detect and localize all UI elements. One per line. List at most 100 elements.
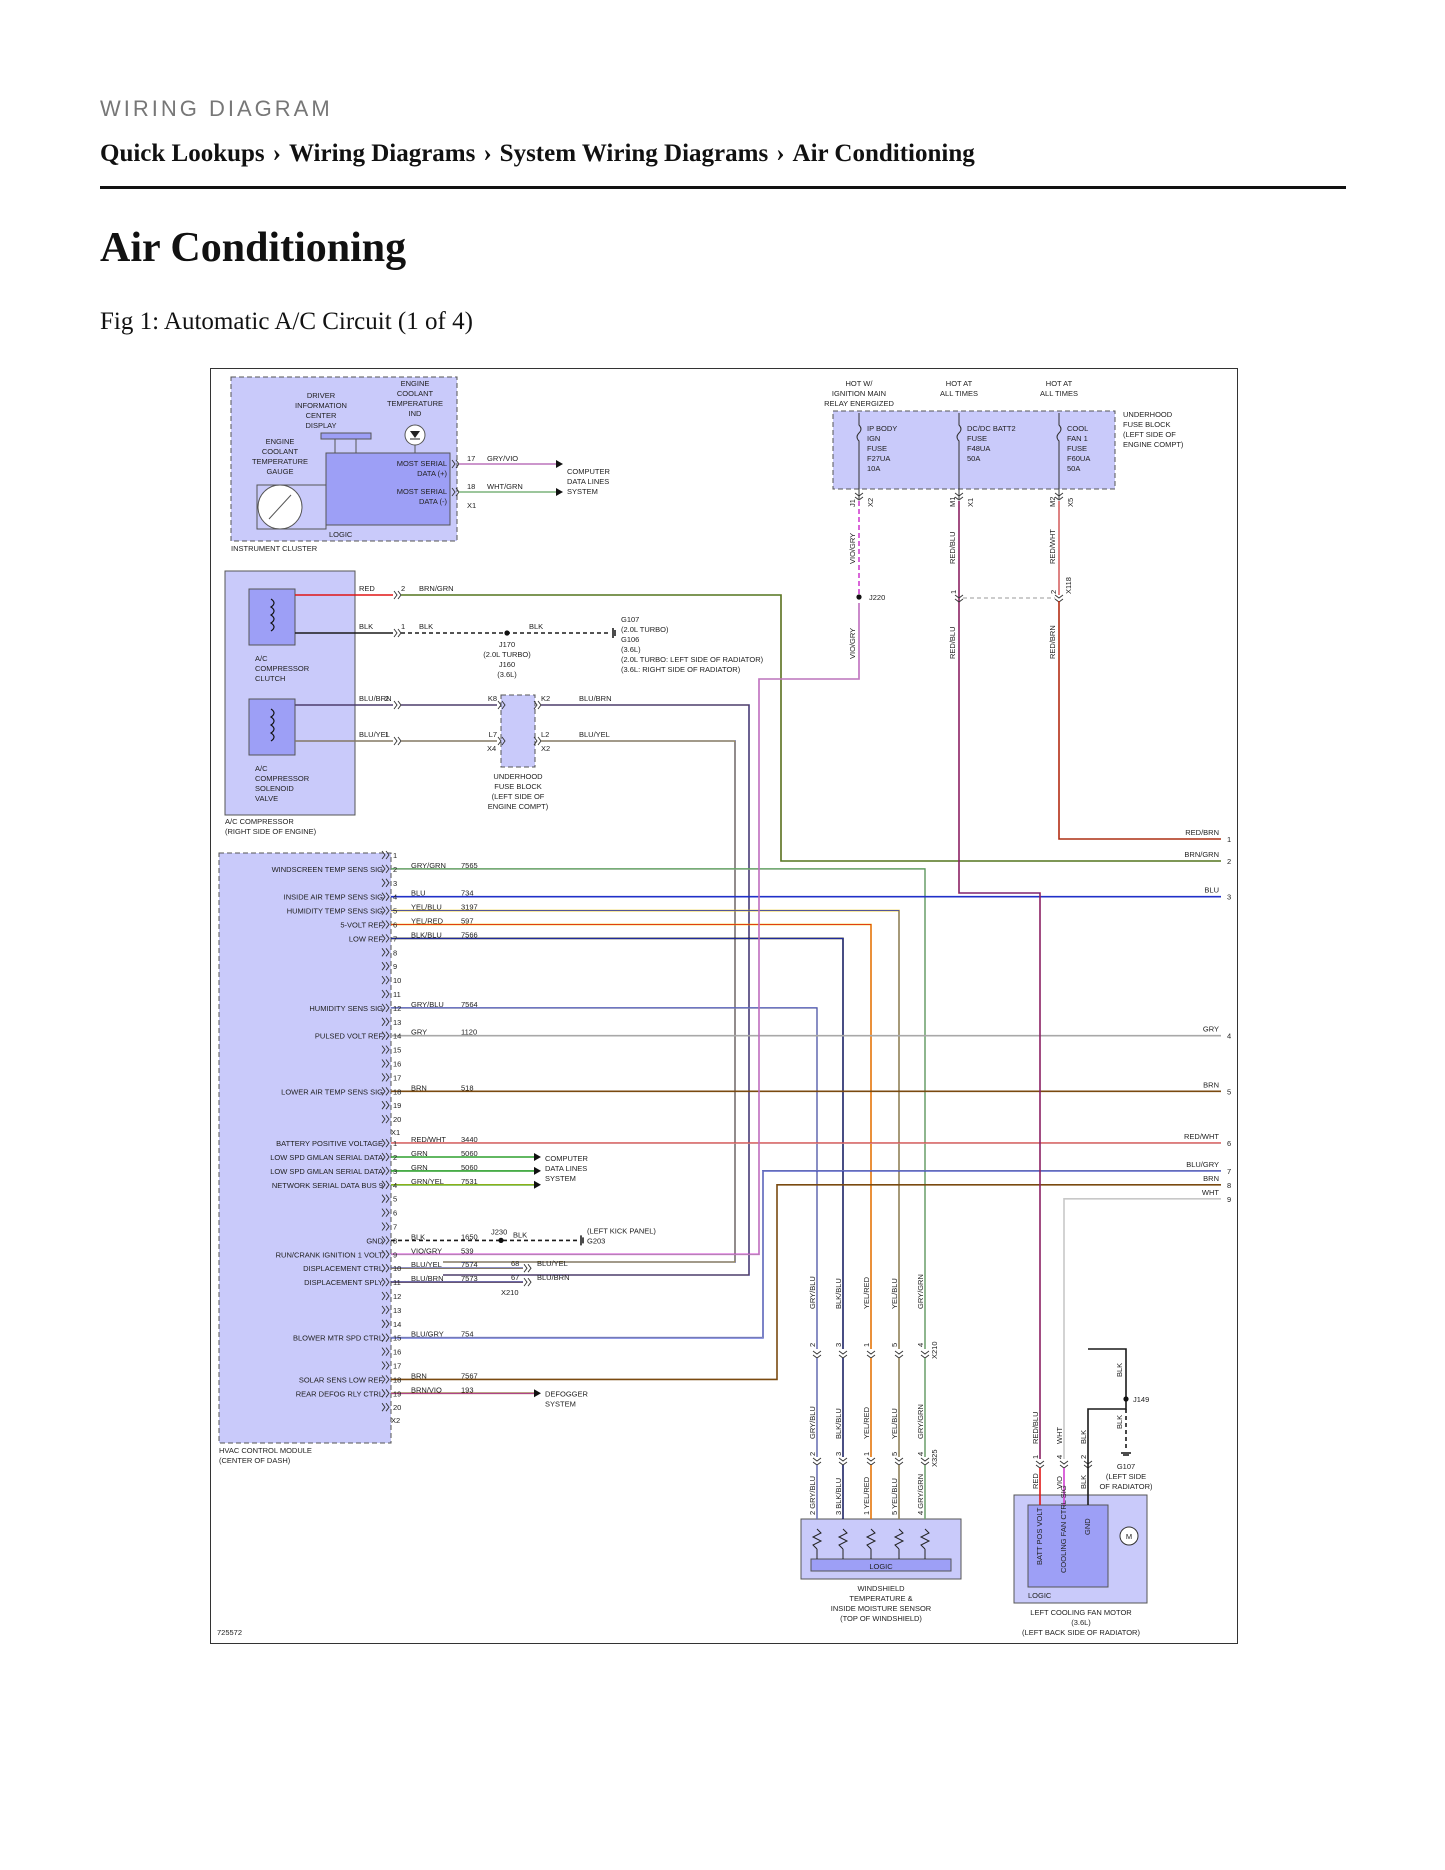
connector-terminal (523, 1263, 532, 1273)
diagram-label: 1 (1031, 1455, 1040, 1459)
diagram-label: J170 (499, 640, 515, 649)
header-rule (100, 186, 1346, 189)
connector-terminal (381, 1361, 390, 1370)
breadcrumb-quick-lookups[interactable]: Quick Lookups (100, 140, 265, 167)
hvac-control-module (218, 852, 392, 1444)
diagram-label: 1 (949, 590, 958, 594)
diagram-label: G107 (1117, 1462, 1135, 1471)
diagram-label: WHT (1055, 1427, 1064, 1444)
diagram-label: (LEFT KICK PANEL) (587, 1226, 656, 1235)
diagram-label: RELAY ENERGIZED (824, 399, 894, 408)
diagram-label: BLK (1115, 1363, 1124, 1377)
diagram-label: 7 (1227, 1167, 1231, 1176)
connector-terminal (1054, 492, 1064, 501)
diagram-label: VIO/GRY (411, 1246, 442, 1255)
diagram-label: GRY (1203, 1025, 1219, 1034)
diagram-label: 16 (393, 1060, 401, 1069)
diagram-label: IP BODY (867, 424, 897, 433)
diagram-label: DC/DC BATT2 (967, 424, 1016, 433)
diagram-label: (3.6L) (1071, 1618, 1091, 1627)
diagram-label: 7567 (461, 1371, 478, 1380)
diagram-label: LEFT COOLING FAN MOTOR (1030, 1608, 1132, 1617)
breadcrumb-system-wiring-diagrams[interactable]: System Wiring Diagrams (499, 140, 769, 167)
diagram-label: 14 (393, 1032, 401, 1041)
diagram-label: YEL/RED (411, 917, 444, 926)
diagram-label: 1 (862, 1452, 871, 1456)
diagram-label: 13 (393, 1306, 401, 1315)
connector-terminal (894, 1350, 904, 1359)
diagram-label: 12 (393, 1292, 401, 1301)
diagram-label: RED/WHT (1184, 1132, 1219, 1141)
diagram-label: GRY/VIO (487, 454, 518, 463)
diagram-label: 18 (393, 1375, 401, 1384)
resistor-icon (837, 1528, 849, 1550)
diagram-label: G107 (621, 615, 639, 624)
connector-terminal (1035, 1460, 1045, 1469)
diagram-label: 8 (393, 948, 397, 957)
diagram-label: GRN (411, 1149, 428, 1158)
diagram-label: 4 GRY/GRN (916, 1474, 925, 1515)
diagram-label: ENGINE COMPT) (1123, 440, 1184, 449)
diagram-label: 6 (1227, 1139, 1231, 1148)
connector-terminal (381, 1166, 390, 1176)
diagram-label: RED/BLU (948, 531, 957, 564)
diagram-label: J149 (1133, 1395, 1149, 1404)
diagram-label: 2 (808, 1452, 817, 1456)
diagram-label: BLU/YEL (411, 1260, 442, 1269)
connector-terminal (920, 1350, 930, 1359)
connector-terminal (381, 1291, 390, 1301)
arrow-icon (534, 1389, 541, 1398)
diagram-label: 6 (393, 1209, 397, 1218)
diagram-label: 1 (393, 1139, 397, 1148)
connector-terminal (812, 1457, 822, 1466)
diagram-label: BRN (411, 1371, 427, 1380)
diagram-label: 10A (867, 464, 880, 473)
diagram-label: RED/BLU (1031, 1411, 1040, 1444)
diagram-label: 5 (1227, 1087, 1231, 1096)
connector-terminal (381, 1114, 390, 1124)
diagram-label: REAR DEFOG RLY CTRL (296, 1389, 383, 1398)
connector-terminal (812, 1350, 822, 1359)
diagram-label: 7573 (461, 1274, 478, 1283)
arrow-icon (556, 488, 563, 496)
diagram-label: 3 (834, 1452, 843, 1456)
connector-terminal (894, 1457, 904, 1466)
breadcrumb-wiring-diagrams[interactable]: Wiring Diagrams (289, 140, 476, 167)
diagram-label: J1 (848, 499, 857, 507)
diagram-label: 50A (967, 454, 980, 463)
diagram-label: HOT W/ (846, 379, 874, 388)
connector-terminal (393, 736, 402, 746)
diagram-label: (CENTER OF DASH) (219, 1456, 291, 1465)
diagram-label: (LEFT SIDE OF (492, 792, 545, 801)
wire-blk (1087, 1369, 1127, 1459)
diagram-label: YEL/BLU (890, 1278, 899, 1309)
diagram-label: K2 (541, 694, 550, 703)
connector-terminal (381, 975, 390, 985)
diagram-label: 1650 (461, 1232, 478, 1241)
diagram-label: INSIDE AIR TEMP SENS SIG (284, 893, 384, 902)
diagram-label: X118 (1064, 577, 1073, 594)
diagram-label: HVAC CONTROL MODULE (219, 1446, 312, 1455)
connector-terminal (381, 1333, 390, 1342)
diagram-label: RED/WHT (1048, 529, 1057, 564)
diagram-label: X1 (467, 501, 476, 510)
diagram-label: TEMPERATURE & (849, 1594, 912, 1603)
diagram-label: 17 (393, 1362, 401, 1371)
wire-stripe (958, 669, 1041, 1459)
wire-blk (1088, 1348, 1127, 1369)
diagram-label: DEFOGGER (545, 1389, 589, 1398)
diagram-label: 2 (1049, 590, 1058, 594)
connector-terminal (381, 1059, 390, 1068)
splice-point (1123, 1396, 1129, 1402)
diagram-label: BLU/BRN (579, 694, 612, 703)
diagram-label: GND (366, 1236, 383, 1245)
diagram-label: YEL/RED (862, 1276, 871, 1309)
diagram-label: BRN (1203, 1080, 1219, 1089)
diagram-label: VIO/GRY (848, 628, 857, 659)
diagram-label: FUSE (867, 444, 887, 453)
wire-wht (1063, 1198, 1221, 1459)
diagram-label: DRIVER (307, 391, 336, 400)
wire-stripe (391, 603, 860, 1255)
connector-terminal (393, 628, 402, 638)
diagram-label: GRY/BLU (808, 1406, 817, 1439)
